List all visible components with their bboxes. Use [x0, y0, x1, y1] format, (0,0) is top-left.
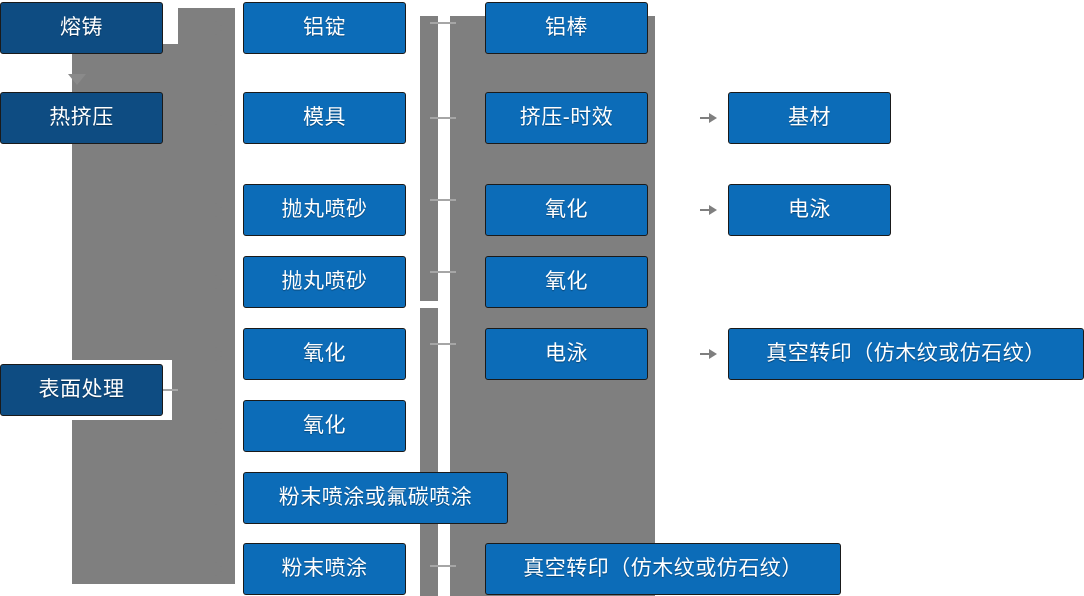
output-box-vacuum-transfer-printing[interactable]: 真空转印（仿木纹或仿石纹） — [728, 328, 1084, 384]
output-label: 真空转印（仿木纹或仿石纹） — [766, 342, 1046, 366]
output-box-substrate[interactable]: 基材 — [728, 92, 894, 148]
process-box-extrusion-aging[interactable]: 挤压-时效 — [485, 92, 651, 148]
input-label: 粉末喷涂 — [281, 557, 368, 581]
mid-bar-connector-lower — [420, 308, 438, 596]
process-box-electrophoresis[interactable]: 电泳 — [485, 328, 651, 384]
input-box-powder-coating[interactable]: 粉末喷涂 — [243, 543, 409, 596]
arrow-to-粉末喷涂或氟碳喷涂-icon — [213, 489, 224, 507]
process-box-aluminum-bar[interactable]: 铝棒 — [485, 2, 651, 58]
tick-line-1 — [430, 22, 456, 24]
input-label: 氧化 — [303, 342, 346, 366]
process-box-oxidation-1[interactable]: 氧化 — [485, 184, 651, 240]
output-stem-3 — [700, 353, 710, 355]
mid-bar-connector-upper — [420, 16, 438, 301]
input-label: 模具 — [303, 106, 346, 130]
input-box-oxidation-2[interactable]: 氧化 — [243, 400, 409, 456]
stage-label: 表面处理 — [38, 378, 125, 402]
input-label: 抛丸喷砂 — [281, 270, 368, 294]
tick-line-3 — [430, 199, 456, 201]
input-box-powder-or-fluorocarbon-coating[interactable]: 粉末喷涂或氟碳喷涂 — [243, 472, 511, 528]
input-label: 氧化 — [303, 414, 346, 438]
stage-box-melting[interactable]: 熔铸 — [0, 2, 166, 58]
output-stem-2 — [700, 209, 710, 211]
arrow-to-粉末喷涂-icon — [213, 560, 224, 578]
process-label: 氧化 — [545, 270, 588, 294]
tick-line-6 — [430, 565, 456, 567]
arrow-to-真空转印-icon — [709, 349, 717, 359]
input-label: 铝锭 — [303, 16, 346, 40]
arrow-to-铝锭-icon — [213, 19, 224, 37]
input-box-shot-blasting-2[interactable]: 抛丸喷砂 — [243, 256, 409, 312]
tick-line-4 — [430, 271, 456, 273]
arrow-to-电泳-icon — [709, 205, 717, 215]
process-label: 真空转印（仿木纹或仿石纹） — [523, 557, 803, 581]
stage-stub-line — [162, 389, 182, 391]
arrow-to-基材-icon — [709, 113, 717, 123]
output-stem-1 — [700, 117, 710, 119]
output-box-electrophoresis[interactable]: 电泳 — [728, 184, 894, 240]
process-label: 氧化 — [545, 198, 588, 222]
stage-down-arrow-icon — [68, 74, 86, 85]
output-label: 电泳 — [788, 198, 831, 222]
input-label: 抛丸喷砂 — [281, 198, 368, 222]
input-box-aluminum-ingot[interactable]: 铝锭 — [243, 2, 409, 58]
arrow-to-抛丸喷砂-2-icon — [213, 273, 224, 291]
tick-line-2 — [430, 117, 456, 119]
input-box-mold[interactable]: 模具 — [243, 92, 409, 148]
process-label: 铝棒 — [545, 16, 588, 40]
arrow-to-氧化-1-icon — [213, 345, 224, 363]
tick-line-5 — [430, 343, 456, 345]
process-box-vacuum-transfer-printing[interactable]: 真空转印（仿木纹或仿石纹） — [485, 543, 844, 596]
stage-box-hot-extrusion[interactable]: 热挤压 — [0, 92, 166, 148]
arrow-to-抛丸喷砂-1-icon — [213, 201, 224, 219]
stage-box-surface-treatment[interactable]: 表面处理 — [0, 364, 166, 420]
stage-label: 热挤压 — [49, 106, 114, 130]
input-box-shot-blasting-1[interactable]: 抛丸喷砂 — [243, 184, 409, 240]
arrow-to-模具-icon — [213, 109, 224, 127]
process-box-oxidation-2[interactable]: 氧化 — [485, 256, 651, 312]
input-box-oxidation-1[interactable]: 氧化 — [243, 328, 409, 384]
process-label: 挤压-时效 — [519, 106, 614, 130]
input-label: 粉末喷涂或氟碳喷涂 — [278, 486, 473, 510]
stage-label: 熔铸 — [60, 16, 103, 40]
arrow-to-氧化-2-icon — [213, 417, 224, 435]
output-label: 基材 — [788, 106, 831, 130]
input-bus-connector — [178, 8, 235, 584]
process-label: 电泳 — [545, 342, 588, 366]
